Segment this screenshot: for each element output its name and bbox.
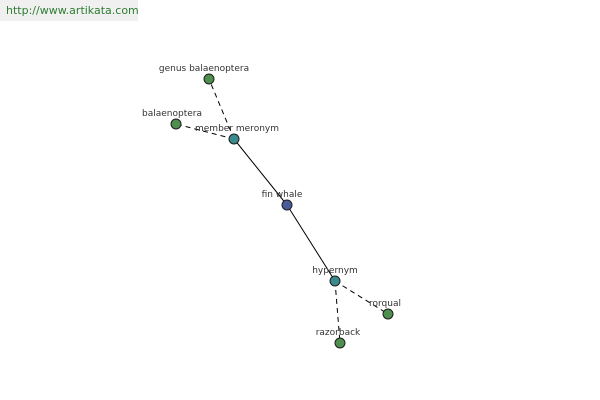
- edge-hypernym-to-razorback: [334, 280, 341, 344]
- watermark-link[interactable]: http://www.artikata.com: [0, 0, 139, 21]
- nodes-layer: [170, 73, 394, 349]
- node-fin-whale[interactable]: [281, 199, 293, 211]
- edge-fin-whale-to-hypernym: [286, 204, 336, 282]
- node-label-hypernym[interactable]: hypernym: [312, 266, 358, 276]
- node-label-razorback[interactable]: razorback: [316, 328, 361, 338]
- edge-hypernym-to-rorqual: [334, 280, 389, 315]
- edges-layer: [175, 78, 389, 344]
- node-label-member-meronym[interactable]: member meronym: [195, 124, 279, 134]
- edge-member-meronym-to-genus-balaenoptera: [208, 78, 235, 140]
- edge-fin-whale-to-member-meronym: [233, 138, 288, 206]
- node-label-balaenoptera[interactable]: balaenoptera: [142, 109, 202, 119]
- node-label-fin-whale[interactable]: fin whale: [262, 190, 303, 200]
- edge-member-meronym-to-balaenoptera: [175, 123, 235, 140]
- node-razorback[interactable]: [334, 337, 346, 349]
- node-rorqual[interactable]: [382, 308, 394, 320]
- labels-layer: genus balaenoptera balaenoptera member mer…: [142, 64, 401, 338]
- node-hypernym[interactable]: [329, 275, 341, 287]
- node-label-rorqual[interactable]: rorqual: [369, 299, 401, 309]
- node-balaenoptera[interactable]: [170, 118, 182, 130]
- node-label-genus-balaenoptera[interactable]: genus balaenoptera: [159, 64, 249, 74]
- node-member-meronym[interactable]: [228, 133, 240, 145]
- node-genus-balaenoptera[interactable]: [203, 73, 215, 85]
